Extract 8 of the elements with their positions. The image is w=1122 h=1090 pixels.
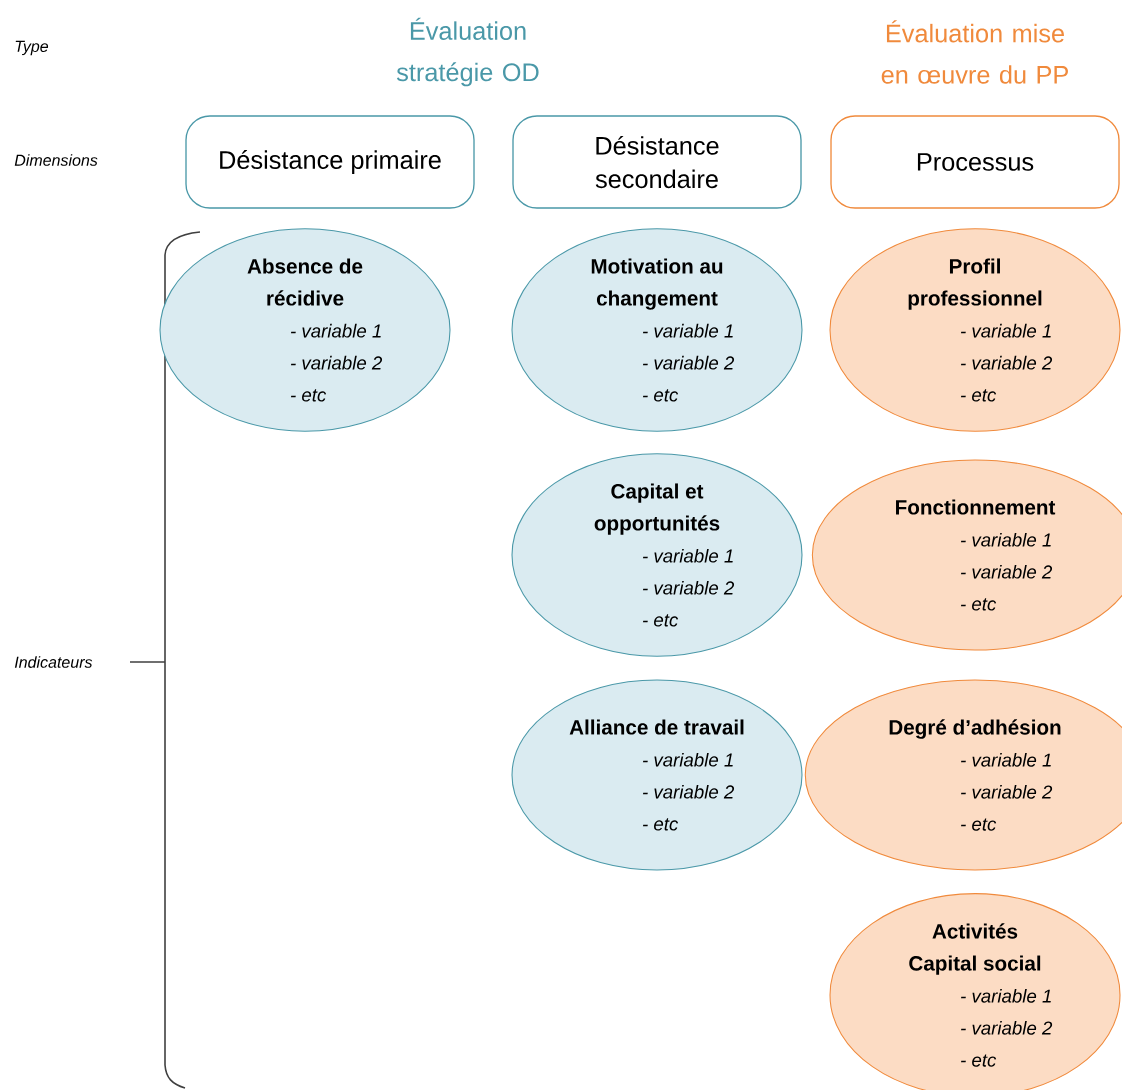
- dimension-box: Désistance primaire: [185, 115, 475, 209]
- dimension-box: Processus: [830, 115, 1120, 209]
- row-label: Indicateurs: [14, 656, 93, 668]
- column-heading: Évaluation mise en œuvre du PP: [881, 20, 1068, 84]
- row-label: Dimensions: [14, 154, 98, 166]
- column-heading: Évaluation stratégie OD: [396, 17, 539, 87]
- row-label: Type: [15, 40, 49, 56]
- dimension-box: Désistance secondaire: [512, 115, 802, 209]
